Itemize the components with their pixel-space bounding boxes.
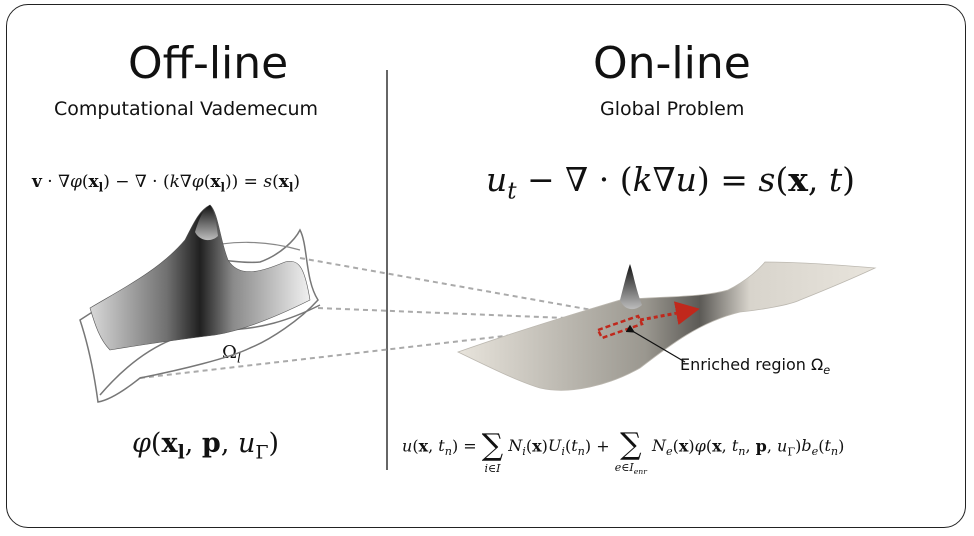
- enriched-direction-arrow: [639, 301, 700, 326]
- enriched-pointer-arrow: [625, 324, 686, 363]
- global-domain-surface: [456, 261, 877, 391]
- online-title: On-line: [593, 38, 751, 89]
- online-subtitle: Global Problem: [600, 98, 745, 120]
- enriched-region-label: Enriched region Ωe: [680, 355, 831, 378]
- diagram-frame: [6, 4, 966, 528]
- sum-enriched: ∑e∈Ienr: [614, 427, 647, 477]
- local-solution-surface: [89, 204, 311, 351]
- offline-solution: φ(xl, p, uΓ): [132, 428, 280, 464]
- online-expansion: u(x, tn) = ∑i∈I Ni(x)Ui(tn) + ∑e∈Ienr Ne…: [402, 427, 845, 477]
- online-equation: ut − ∇ · (k∇u) = s(x, t): [486, 160, 856, 205]
- section-divider: [386, 70, 388, 470]
- connector-top: [299, 257, 621, 316]
- offline-equation: v · ∇φ(xl) − ∇ · (k∇φ(xl)) = s(xl): [32, 172, 301, 195]
- global-solution-peak: [620, 264, 642, 310]
- enriched-region-marker: [596, 314, 644, 340]
- offline-subtitle: Computational Vademecum: [54, 98, 319, 120]
- offline-title: Off-line: [128, 38, 289, 89]
- sum-standard: ∑i∈I: [481, 428, 504, 476]
